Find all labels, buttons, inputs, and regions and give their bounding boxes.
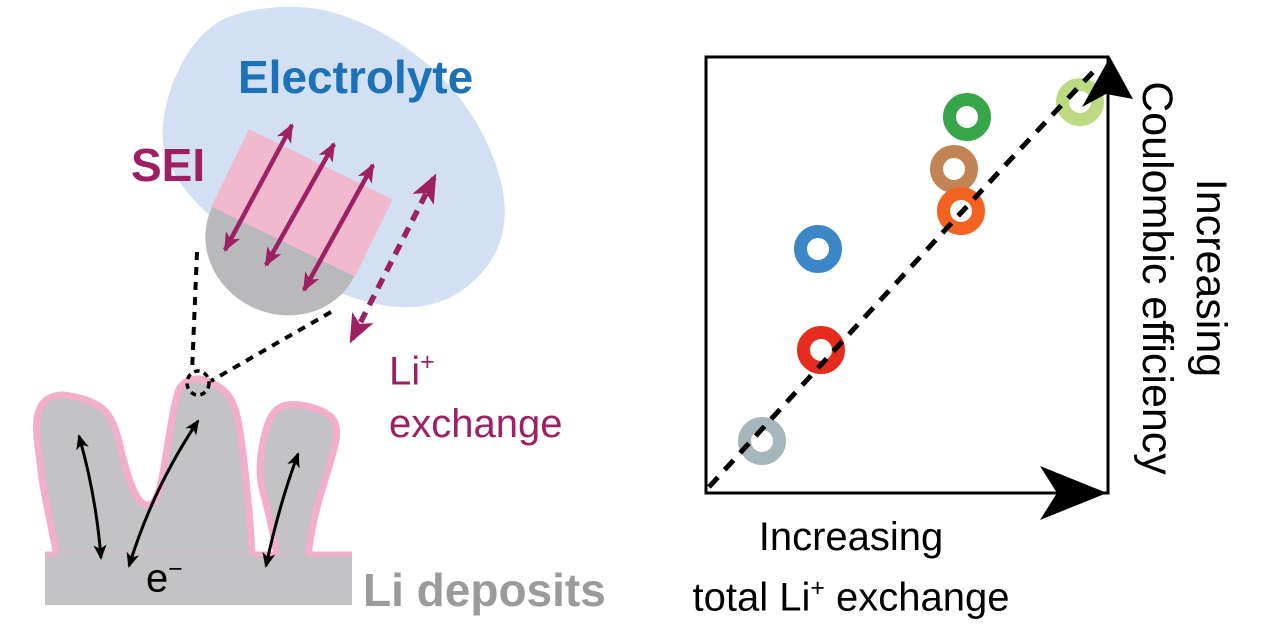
zoom-connector-lines (190, 251, 332, 383)
dendrite-right (256, 401, 341, 560)
electron-arrow-icon (262, 452, 300, 568)
y-axis-label-line1: Increasing (1187, 178, 1235, 378)
zoom-region-circle (185, 369, 211, 397)
electron-arrow-icon (126, 419, 200, 568)
y-axis-label: Increasing Coulombic efficiency (1130, 68, 1238, 488)
data-point-green (943, 93, 991, 141)
li-exchange-label: Li+ exchange (389, 336, 562, 451)
x-axis-arrowhead-icon (1040, 466, 1107, 520)
li-exchange-line2: exchange (389, 402, 563, 447)
data-point-tan (930, 145, 978, 193)
x-axis-label-line2: total Li+ exchange (692, 575, 1010, 620)
sei-label: SEI (131, 139, 206, 191)
plot-box (704, 55, 1110, 495)
y-axis-label-line2: Coulombic efficiency (1133, 81, 1181, 475)
electrolyte-label: Electrolyte (238, 51, 474, 103)
data-point-slate (738, 417, 786, 465)
trend-dashed-line (707, 70, 1095, 489)
li-exchange-line1: Li+ (389, 349, 435, 394)
electron-label: e− (146, 556, 183, 601)
dendrite-left-middle (33, 375, 256, 560)
x-axis-label: Increasing total Li+ exchange (651, 511, 1051, 623)
electron-arrow-icon (76, 434, 107, 560)
data-point-orange (937, 187, 985, 235)
data-point-yellow_green (1056, 78, 1104, 126)
data-point-blue (794, 225, 842, 273)
x-axis-label-line1: Increasing (758, 515, 944, 559)
li-substrate-bar (45, 553, 352, 605)
electron-arrows (76, 419, 300, 568)
scatter-points (738, 78, 1104, 465)
y-axis-arrowhead-icon (1082, 57, 1133, 107)
li-deposits-label: Li deposits (363, 564, 606, 616)
